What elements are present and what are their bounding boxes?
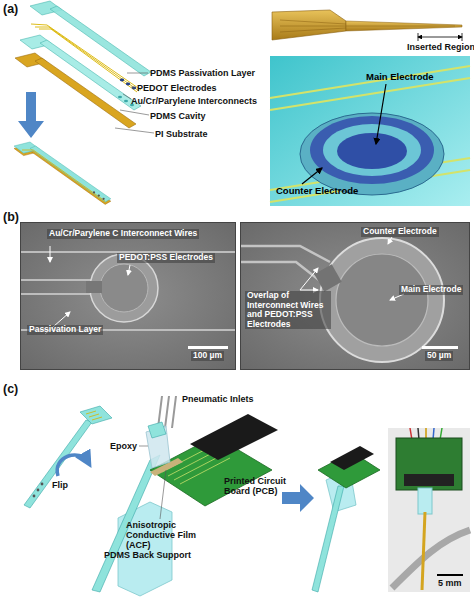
sem-label: Counter Electrode xyxy=(361,227,439,237)
probe-photo-head xyxy=(272,10,346,40)
assembled-shank xyxy=(312,486,344,592)
dimension-bracket xyxy=(418,37,462,38)
leader-arrow xyxy=(376,84,386,144)
assembly-arrow xyxy=(18,92,44,138)
leader-arrow xyxy=(128,265,130,275)
part-label: Anisotropic Conductive Film (ACF) xyxy=(126,520,222,550)
sem-main-electrode xyxy=(336,254,428,346)
part-label: Printed Circuit Board (PCB) xyxy=(224,476,296,496)
photo-cable xyxy=(392,530,470,588)
flipped-probe-head xyxy=(80,406,112,424)
panel-letter: (c) xyxy=(3,382,18,396)
inset-traces xyxy=(270,66,470,202)
sem-image xyxy=(20,222,236,370)
scale-label: 5 mm xyxy=(438,578,462,588)
part-label: PDMS Cavity xyxy=(150,111,206,121)
sem-electrode-inner xyxy=(100,264,148,312)
inset-background xyxy=(270,56,470,206)
probe-head xyxy=(148,422,166,438)
electrode-label: Main Electrode xyxy=(366,72,434,83)
electrode-label: Counter Electrode xyxy=(276,186,358,197)
bracket-tick xyxy=(418,33,419,41)
leader-arrow xyxy=(388,237,392,244)
part-label: Au/Cr/Parylene Interconnects xyxy=(131,96,257,106)
probe-photo-shank xyxy=(346,21,462,31)
sem-wires xyxy=(240,246,330,284)
scale-bar xyxy=(188,346,228,349)
leader-line xyxy=(160,470,166,519)
scale-label: 100 µm xyxy=(191,351,224,361)
pdms-passivation-layer xyxy=(30,1,151,76)
scale-bar xyxy=(422,346,458,349)
sem-counter-electrode xyxy=(320,238,444,362)
scale-label: 50 µm xyxy=(425,351,453,361)
leader-arrow xyxy=(302,168,322,184)
probe-photo-traces xyxy=(280,20,455,32)
process-arrow xyxy=(282,484,314,512)
part-label: PI Substrate xyxy=(155,129,208,139)
leader-arrow xyxy=(300,268,318,290)
sem-notch xyxy=(86,281,102,293)
part-label: Pneumatic Inlets xyxy=(182,394,254,404)
photo-probe xyxy=(422,512,425,590)
leader-arrow xyxy=(390,294,404,300)
bracket-tick xyxy=(462,33,463,41)
photo-holder xyxy=(418,488,432,514)
main-electrode-disk xyxy=(337,133,407,169)
connector-header xyxy=(190,414,278,460)
sem-label: Passivation Layer xyxy=(27,325,103,335)
counter-electrode-ring xyxy=(310,116,434,184)
photo-background xyxy=(388,428,470,592)
sem-image-panel: Counter ElectrodeMain ElectrodeOverlap o… xyxy=(240,222,470,370)
scale-bar xyxy=(437,574,463,576)
pdms-cavity-layer xyxy=(20,35,141,110)
flipped-probe-shank xyxy=(24,420,92,508)
part-label: PEDOT Electrodes xyxy=(137,83,217,93)
pedot-dots xyxy=(120,79,136,90)
part-label: Epoxy xyxy=(110,441,137,451)
sem-image-panel: Au/Cr/Parylene C Interconnect WiresPEDOT… xyxy=(20,222,236,370)
probe-pads xyxy=(86,411,102,420)
panel-letter: (a) xyxy=(3,2,18,16)
sem-wires xyxy=(20,252,236,330)
leader-line xyxy=(139,446,148,447)
part-label: Inserted Region xyxy=(407,42,474,52)
pneumatic-holes xyxy=(33,483,44,498)
sem-image xyxy=(240,222,470,370)
assembled-connector xyxy=(330,446,374,470)
part-label: PDMS Back Support xyxy=(104,550,200,560)
photo-pcb xyxy=(396,438,462,490)
panel-letter: (b) xyxy=(3,210,19,224)
sem-notch xyxy=(314,264,341,291)
sem-label: Overlap of Interconnect Wires and PEDOT:… xyxy=(245,291,331,329)
part-label: Flip xyxy=(52,480,68,490)
cavity-rim xyxy=(300,113,444,195)
sem-label: Main Electrode xyxy=(399,285,463,295)
leader-arrow xyxy=(50,246,51,262)
part-label: PDMS Passivation Layer xyxy=(150,68,255,78)
electrode-gap xyxy=(323,124,421,176)
sem-label: Au/Cr/Parylene C Interconnect Wires xyxy=(47,229,199,239)
photo-connector xyxy=(404,474,454,486)
inset-panel: Main ElectrodeCounter Electrode xyxy=(270,56,470,206)
flip-arrow xyxy=(57,455,88,476)
sem-label: PEDOT:PSS Electrodes xyxy=(117,253,215,263)
assembled-probe xyxy=(14,142,111,204)
